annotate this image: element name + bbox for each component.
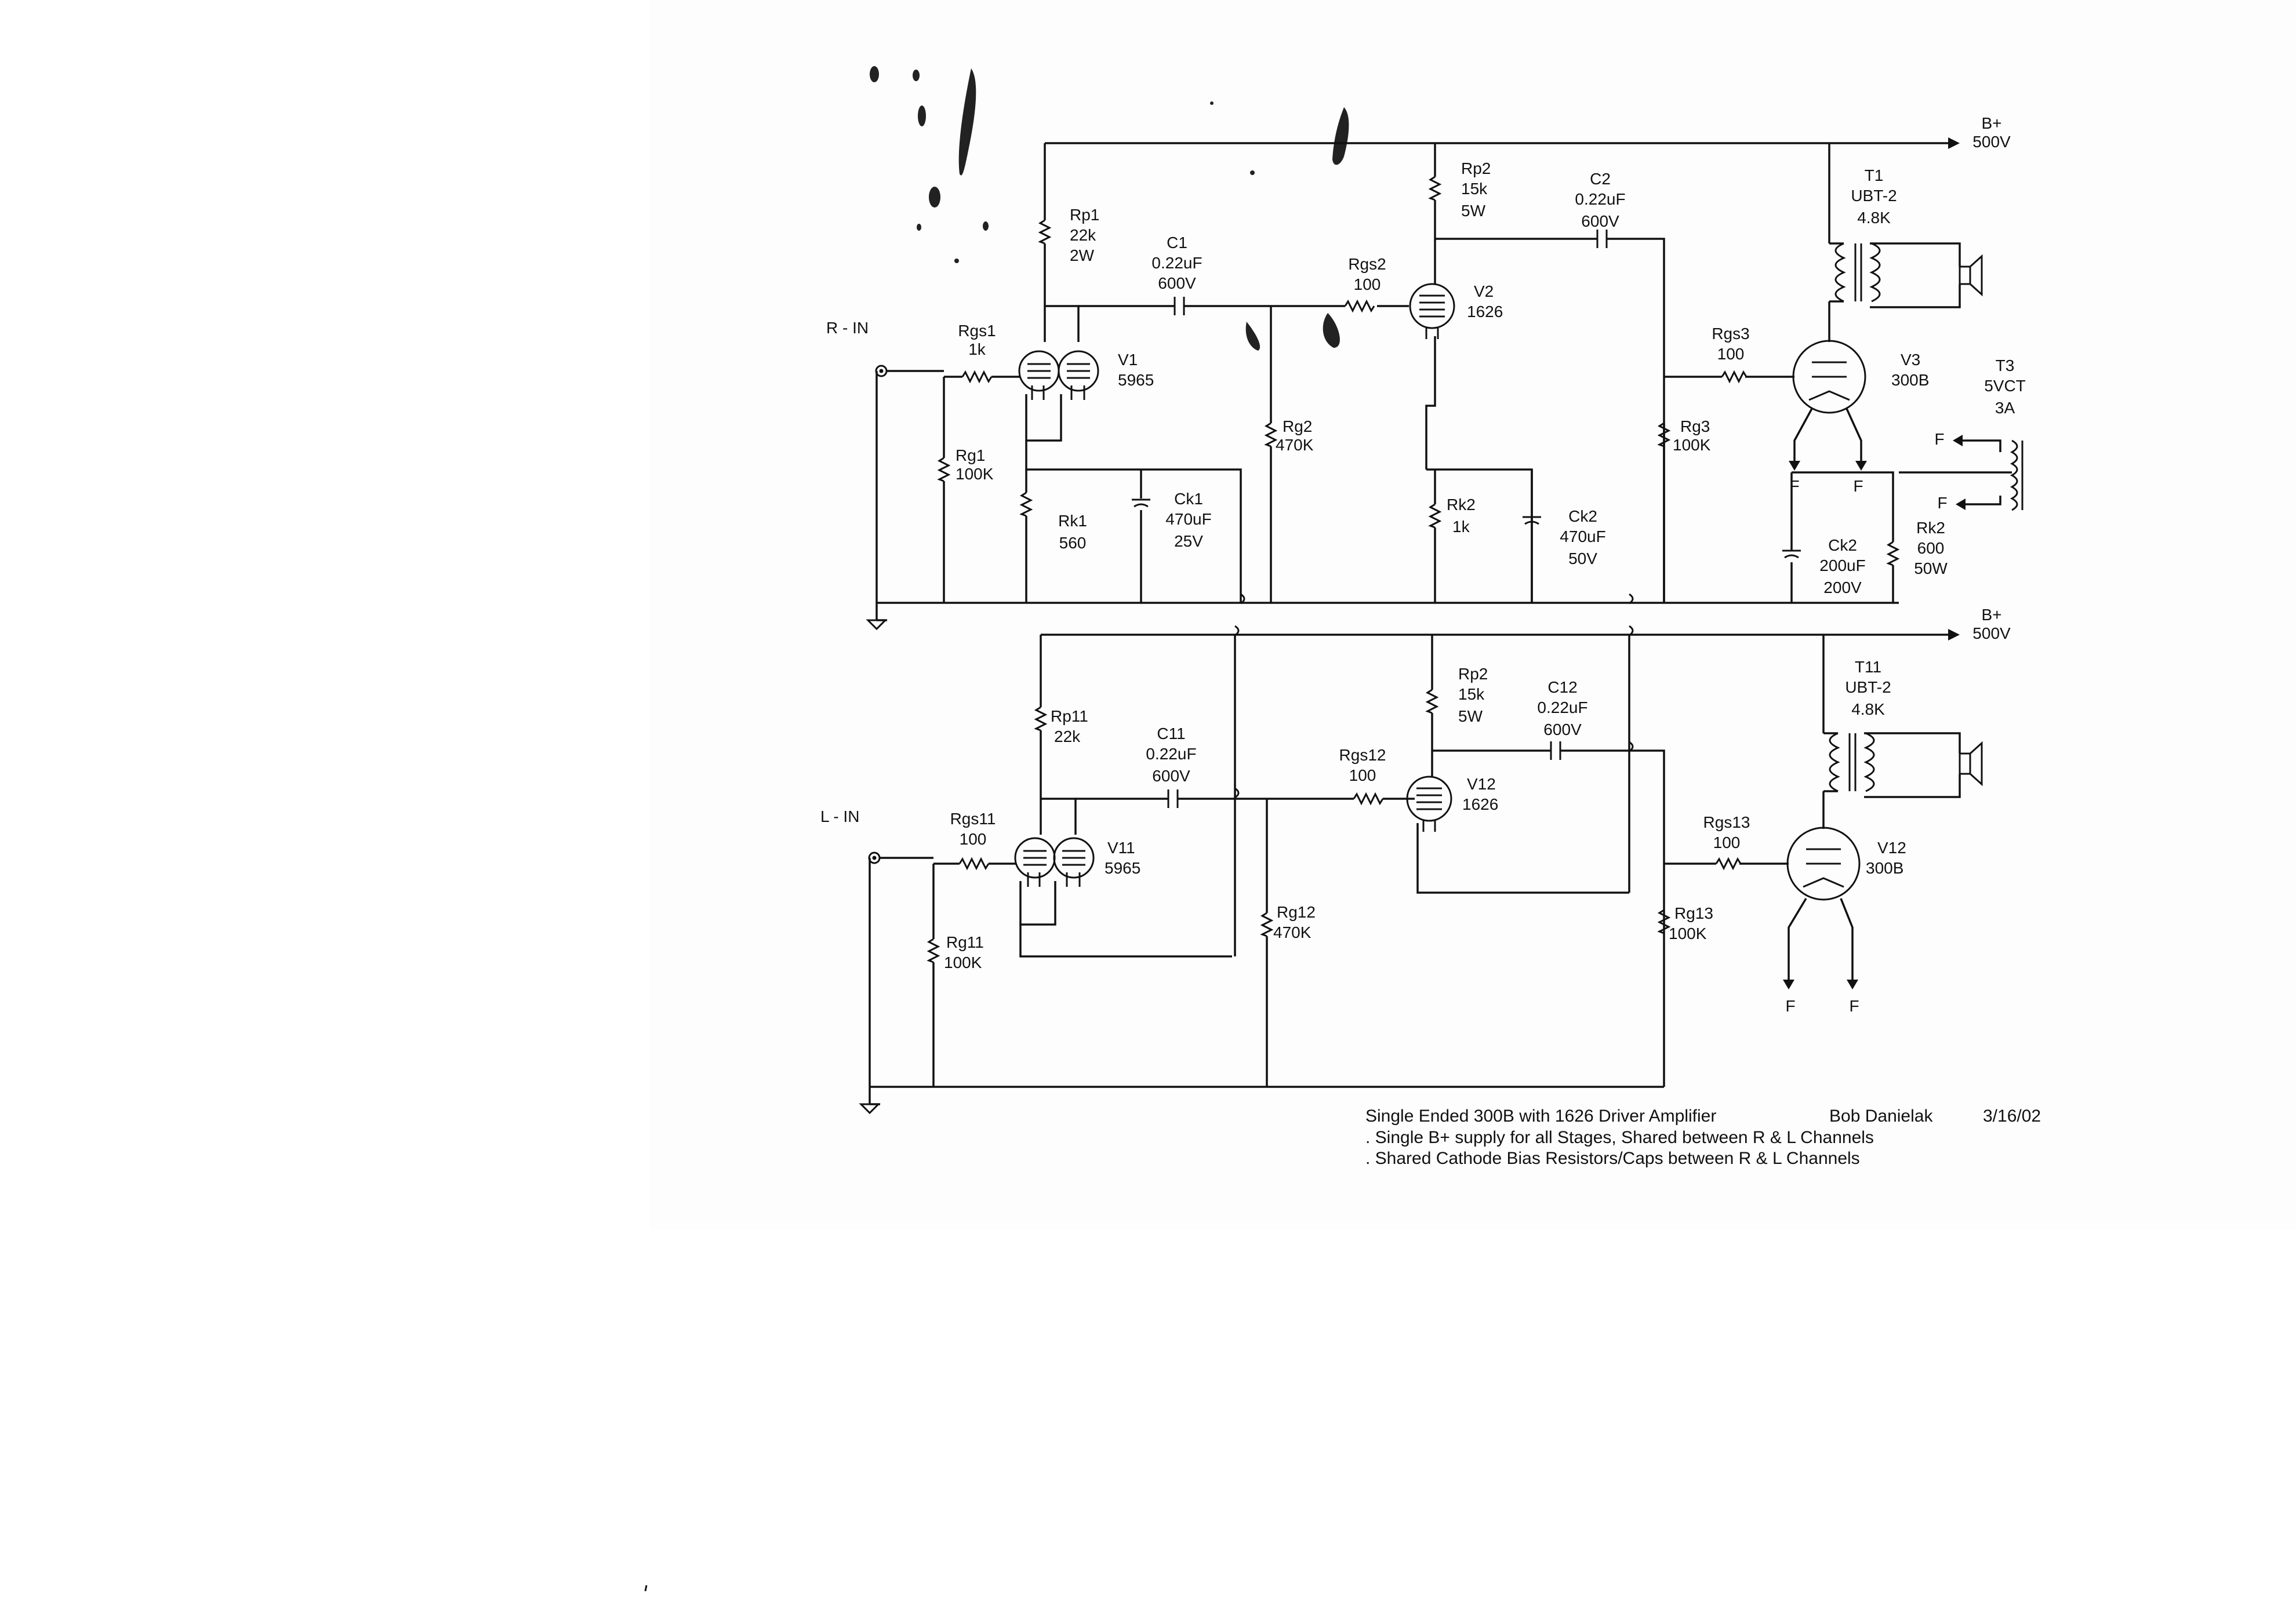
r-in-label: R - IN [826,319,869,337]
caption-title: Single Ended 300B with 1626 Driver Ampli… [1365,1107,1716,1126]
caption-note-1: . Single B+ supply for all Stages, Share… [1365,1128,1874,1147]
schematic-sheet [649,0,2296,1229]
filament-label: F [1789,477,1799,495]
filament-label: F [1937,494,1947,512]
caption-author: Bob Danielak [1829,1107,1933,1126]
bplus-bottom-label: B+500V [1972,606,2011,642]
left-channel-symbols [859,625,1983,1115]
right-channel-symbols [866,176,2023,631]
scan-smudges [870,66,1349,351]
caption-date: 3/16/02 [1983,1107,2041,1126]
caption-block: Single Ended 300B with 1626 Driver Ampli… [1365,1107,2041,1168]
filament-label: F [1849,997,1859,1015]
filament-label: F [1785,997,1795,1015]
l-in-label: L - IN [820,807,859,825]
left-channel-wiring [869,629,1961,1105]
filament-label: F [1853,477,1863,495]
stray-mark [644,1585,648,1592]
right-channel-wiring [875,137,2012,621]
filament-label: F [1934,430,1944,448]
caption-note-2: . Shared Cathode Bias Resistors/Caps bet… [1365,1149,1860,1168]
bplus-top-label: B+500V [1972,114,2011,151]
